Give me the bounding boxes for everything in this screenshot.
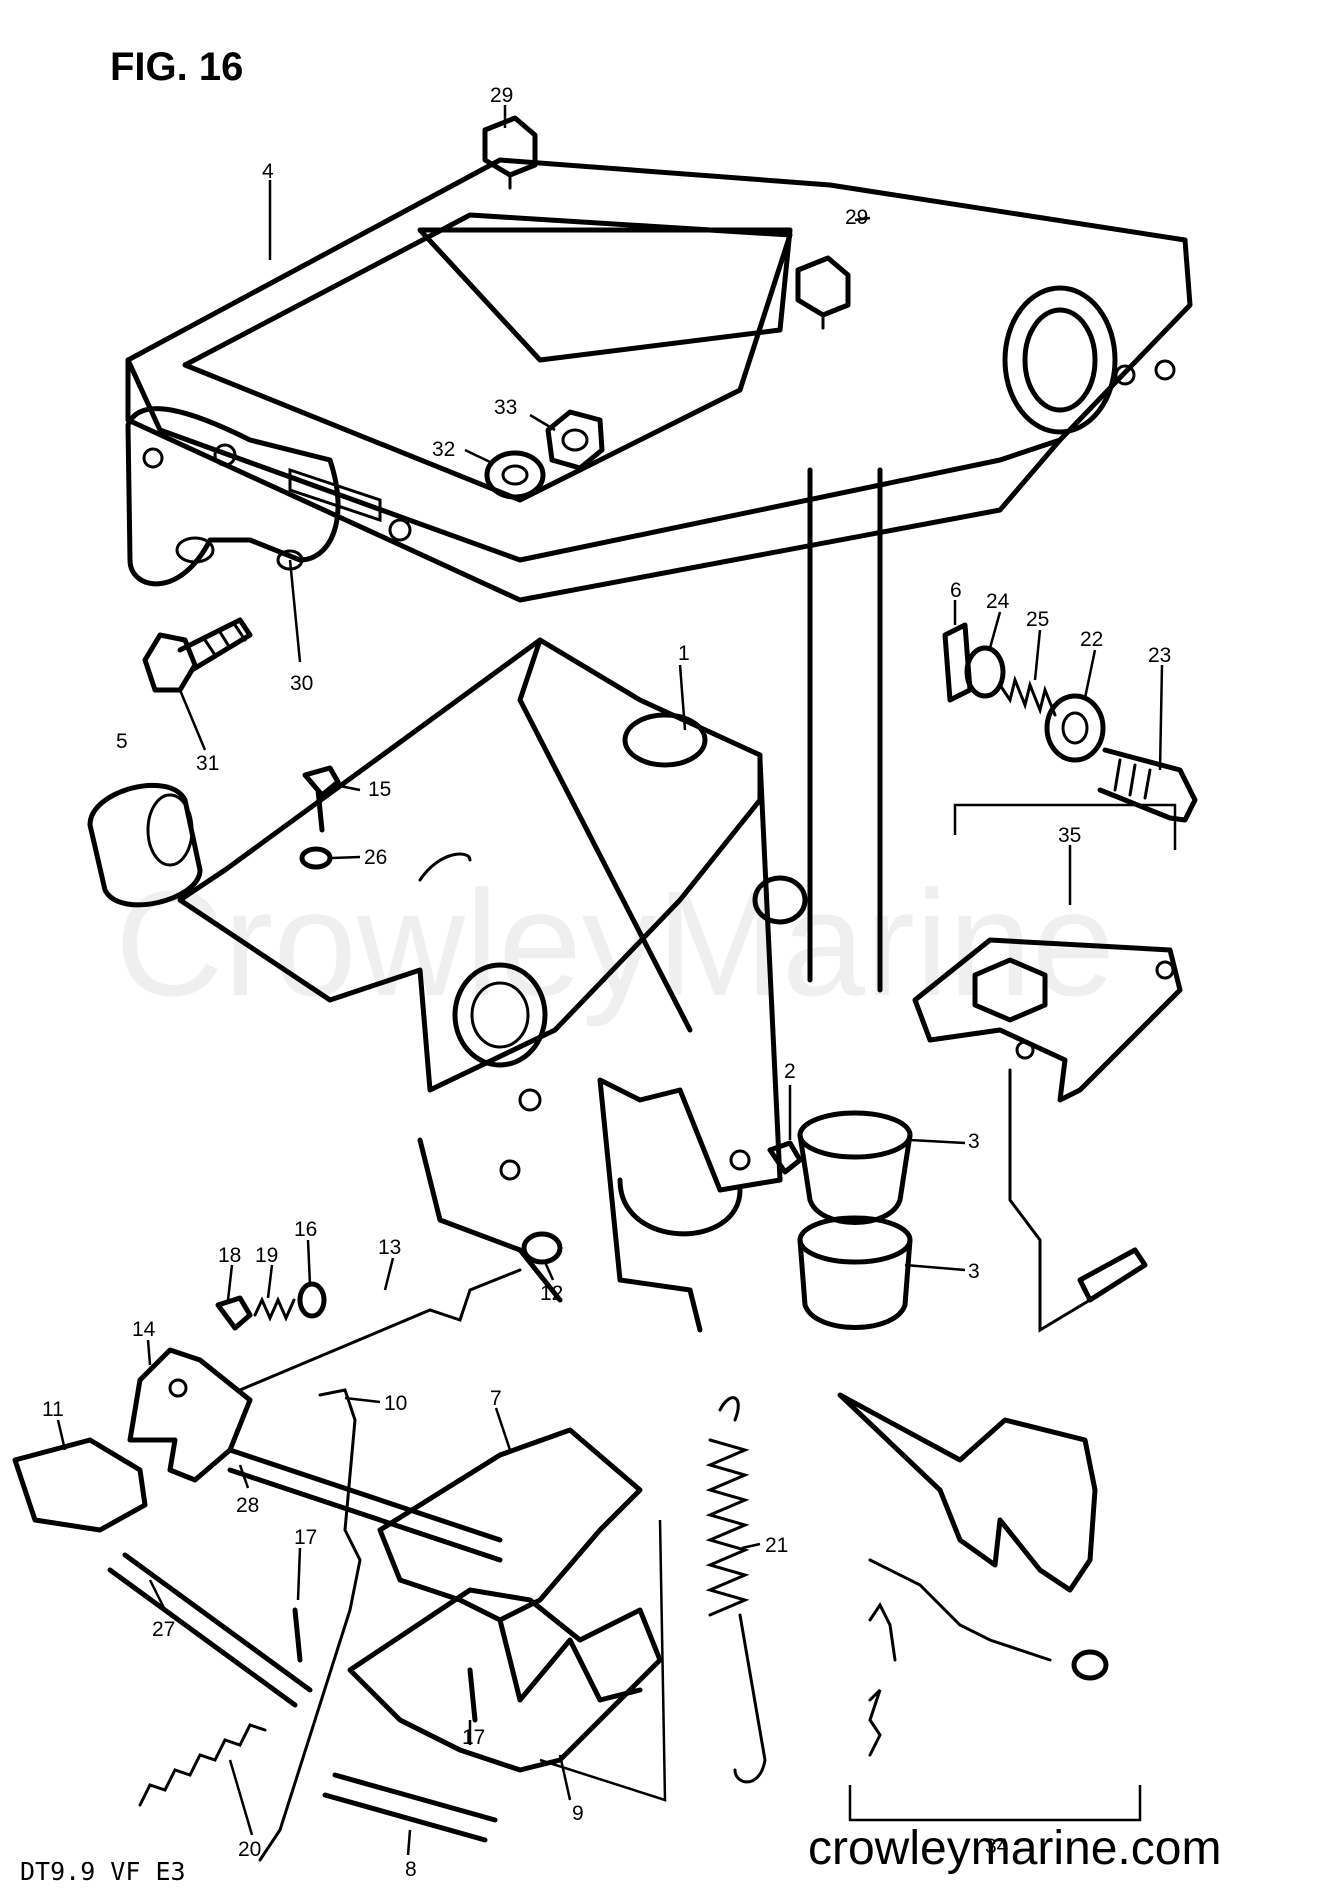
wire-part-10	[258, 1388, 362, 1862]
bolt-part-31	[142, 617, 253, 693]
label-part-10: 10	[384, 1392, 407, 1415]
label-part-9: 9	[572, 1802, 584, 1825]
label-part-30: 30	[290, 672, 313, 695]
bolt-part-15	[302, 765, 341, 833]
label-part-22: 22	[1080, 628, 1103, 651]
label-part-32: 32	[432, 438, 455, 461]
pin-part-27	[107, 1552, 313, 1708]
label-part-35: 35	[1058, 824, 1081, 847]
pin-part-8	[322, 1772, 498, 1843]
bushing-part-3-upper	[797, 1110, 913, 1225]
label-part-27: 27	[152, 1618, 175, 1641]
clamp-bracket-part-1	[177, 637, 808, 1333]
bushing-part-3-lower	[797, 1215, 913, 1330]
grease-nipple-part-2	[767, 1140, 803, 1175]
tilt-frame-part-7	[377, 1427, 643, 1703]
label-part-19: 19	[255, 1244, 278, 1267]
collar-part-12	[521, 1231, 563, 1265]
washer-part-24	[964, 645, 1006, 699]
spring-part-25	[998, 675, 1057, 717]
label-part-13: 13	[378, 1236, 401, 1259]
website-watermark: crowleymarine.com	[808, 1822, 1221, 1875]
bushing-part-5	[87, 782, 203, 908]
label-part-3-upper: 3	[968, 1130, 980, 1153]
lock-assembly-part-35	[912, 803, 1183, 1333]
spring-part-19	[253, 1296, 296, 1322]
label-part-16: 16	[294, 1218, 317, 1241]
part-labels: 1 2 3 3 4 5 6 7 8 9 10 11 12 13 14 15 16…	[42, 84, 1171, 1881]
label-part-1: 1	[678, 642, 690, 665]
nut-part-18	[215, 1295, 253, 1331]
label-part-29-right: 29	[845, 206, 868, 229]
label-part-17-right: 17	[462, 1726, 485, 1749]
label-part-33: 33	[494, 396, 517, 419]
label-part-14: 14	[132, 1318, 156, 1341]
label-part-25: 25	[1026, 608, 1049, 631]
label-part-12: 12	[540, 1282, 563, 1305]
cotter-pin-part-17-left	[292, 1607, 303, 1663]
label-part-18: 18	[218, 1244, 241, 1267]
label-part-15: 15	[368, 778, 391, 801]
bushing-part-22	[1044, 693, 1106, 763]
nut-part-33	[545, 409, 605, 471]
washer-part-26	[299, 846, 333, 870]
label-part-21: 21	[765, 1534, 788, 1557]
label-part-26: 26	[364, 846, 387, 869]
label-part-31: 31	[196, 752, 219, 775]
spring-part-20	[138, 1723, 267, 1807]
spring-part-21	[705, 1396, 767, 1784]
label-part-11: 11	[42, 1398, 64, 1421]
label-part-29-top: 29	[490, 84, 513, 107]
pad-part-11	[12, 1437, 148, 1533]
label-part-20: 20	[238, 1838, 261, 1861]
label-part-6: 6	[950, 579, 962, 602]
label-part-23: 23	[1148, 644, 1171, 667]
label-part-5: 5	[116, 730, 128, 753]
label-part-34: 34	[985, 1835, 1009, 1858]
pin-part-28	[227, 1447, 503, 1563]
label-part-28: 28	[236, 1494, 259, 1517]
cotter-pin-part-17-right	[467, 1667, 478, 1723]
label-part-17-left: 17	[294, 1526, 317, 1549]
washer-part-32	[484, 450, 546, 500]
label-part-3-lower: 3	[968, 1260, 980, 1283]
model-code: DT9.9 VF E3	[20, 1857, 186, 1886]
label-part-2: 2	[784, 1060, 796, 1083]
rod-part-13	[238, 1268, 522, 1392]
bracket-part-14	[127, 1347, 253, 1483]
label-part-24: 24	[986, 590, 1010, 613]
frame-part-9	[347, 1587, 663, 1773]
label-part-4: 4	[262, 160, 274, 183]
label-part-8: 8	[405, 1858, 417, 1881]
lock-kit-part-34	[837, 1392, 1142, 1822]
stopper-part-29-top	[482, 115, 538, 190]
bolt-part-23	[1097, 747, 1198, 823]
washer-part-16	[297, 1281, 327, 1319]
stopper-part-29-right	[795, 255, 851, 330]
figure-title: FIG. 16	[110, 45, 243, 89]
label-part-7: 7	[490, 1387, 502, 1410]
leader-lines	[56, 105, 1164, 1856]
swivel-bracket-part-4	[125, 157, 1193, 993]
